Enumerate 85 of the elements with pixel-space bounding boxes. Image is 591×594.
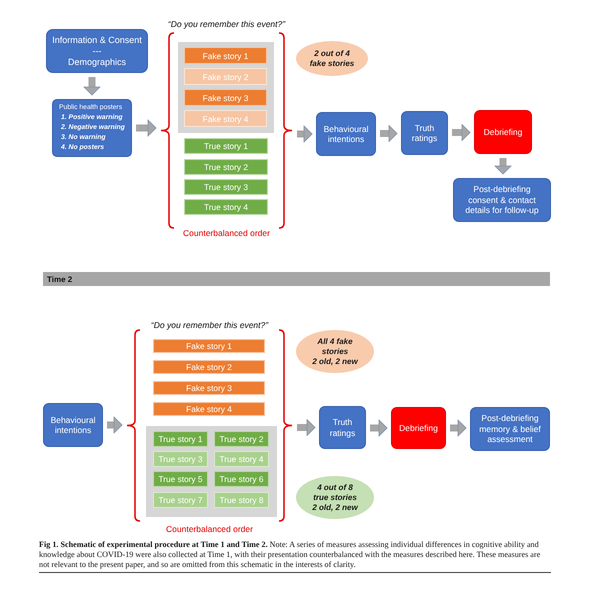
story-bar (153, 431, 208, 447)
block-arrow (107, 416, 122, 434)
story-label: True story 8 (220, 495, 264, 505)
story-label: True story 1 (158, 434, 202, 444)
note-text: 2 old, 2 new (312, 356, 358, 366)
highlight-panel (146, 426, 277, 517)
story-label: Fake story 3 (186, 383, 232, 393)
process-box (319, 406, 366, 449)
story-label: Fake story 3 (202, 92, 248, 102)
step-label: Debriefing (484, 126, 522, 138)
story-bar (214, 451, 269, 467)
process-box (401, 111, 448, 155)
figure-caption: Fig 1. Schematic of experimental procedure at Time 1 and Time 2. Note: A series of measures assessing individual differences in cognitive ability and knowledge about COVID-19 were also collected at Time 1, with their presentation counterbalanced with the measures described here. These measures are not relevant to the present paper, and so are omitted from this schematic in the interests of clarity. (39, 540, 542, 570)
step-label: --- (92, 46, 102, 56)
step-label: Truth ratings (328, 417, 356, 438)
story-label: True story 3 (204, 182, 248, 192)
block-arrow (136, 120, 156, 136)
story-bar (184, 138, 268, 154)
step-label: Behavioural intentions (50, 414, 96, 436)
story-label: True story 4 (220, 454, 264, 464)
block-arrow (452, 124, 470, 141)
story-label: Fake story 1 (186, 341, 232, 351)
step-label: Truth ratings (410, 122, 438, 144)
story-bar (153, 492, 208, 508)
story-label: True story 6 (220, 474, 264, 484)
story-label: Fake story 1 (202, 50, 248, 60)
story-label: True story 1 (204, 141, 248, 151)
section-title: Time 2 (47, 274, 72, 284)
note-text: 4 out of 8 true stories (312, 482, 358, 502)
process-box (43, 403, 103, 447)
block-arrow (84, 77, 100, 96)
story-bar (214, 471, 269, 487)
step-label: Behavioural intentions (324, 124, 368, 144)
story-bar (214, 431, 269, 447)
step-label: Post-debriefing consent & contact details for follow-up (464, 184, 540, 216)
process-box (453, 178, 551, 222)
note-text: All 4 fake stories (316, 336, 354, 356)
story-bar (214, 492, 269, 508)
story-label: Fake story 2 (186, 362, 232, 372)
step-label: Debriefing (399, 422, 438, 434)
story-bar (153, 471, 208, 487)
story-bar (184, 89, 267, 106)
story-bar (184, 47, 267, 64)
group-caption: Counterbalanced order (166, 524, 253, 535)
highlight-step-box (474, 110, 532, 154)
step-label: Post-debriefing memory & belief assessment (478, 413, 542, 445)
story-label: True story 7 (158, 495, 202, 505)
block-arrow (297, 126, 312, 142)
story-label: True story 3 (158, 454, 202, 464)
story-label: Fake story 4 (186, 404, 232, 414)
story-label: True story 4 (204, 202, 248, 212)
story-label: Fake story 4 (202, 114, 248, 124)
story-bar (184, 179, 268, 195)
story-bar (184, 159, 268, 175)
note-text: 2 old, 2 new (312, 502, 358, 512)
note-text: 2 out of 4 fake stories (308, 48, 356, 68)
block-arrow (494, 158, 512, 174)
process-box (470, 407, 550, 451)
story-bar (184, 68, 267, 85)
process-box (316, 112, 376, 156)
process-box (46, 29, 148, 73)
story-bar (184, 199, 268, 215)
story-label: True story 2 (204, 162, 248, 172)
block-arrow (380, 125, 398, 142)
story-bar (153, 360, 265, 374)
question-text: “Do you remember this event?” (168, 19, 286, 30)
story-bar (153, 402, 265, 416)
story-bar (184, 110, 267, 127)
process-box (52, 99, 132, 157)
step-label: Information & Consent (52, 34, 142, 46)
block-arrow (297, 419, 316, 436)
highlight-step-box (391, 407, 446, 449)
story-bar (153, 451, 208, 467)
story-bar (153, 381, 265, 395)
story-bar (153, 339, 265, 353)
story-label: True story 5 (158, 474, 202, 484)
block-arrow (450, 420, 466, 436)
story-label: True story 2 (220, 434, 264, 444)
block-arrow (370, 420, 388, 436)
group-caption: Counterbalanced order (183, 228, 270, 239)
section-band (43, 272, 550, 286)
step-label: Demographics (68, 56, 126, 68)
question-text: “Do you remember this event?” (150, 320, 268, 331)
highlight-panel (178, 42, 274, 133)
story-label: Fake story 2 (202, 72, 248, 82)
